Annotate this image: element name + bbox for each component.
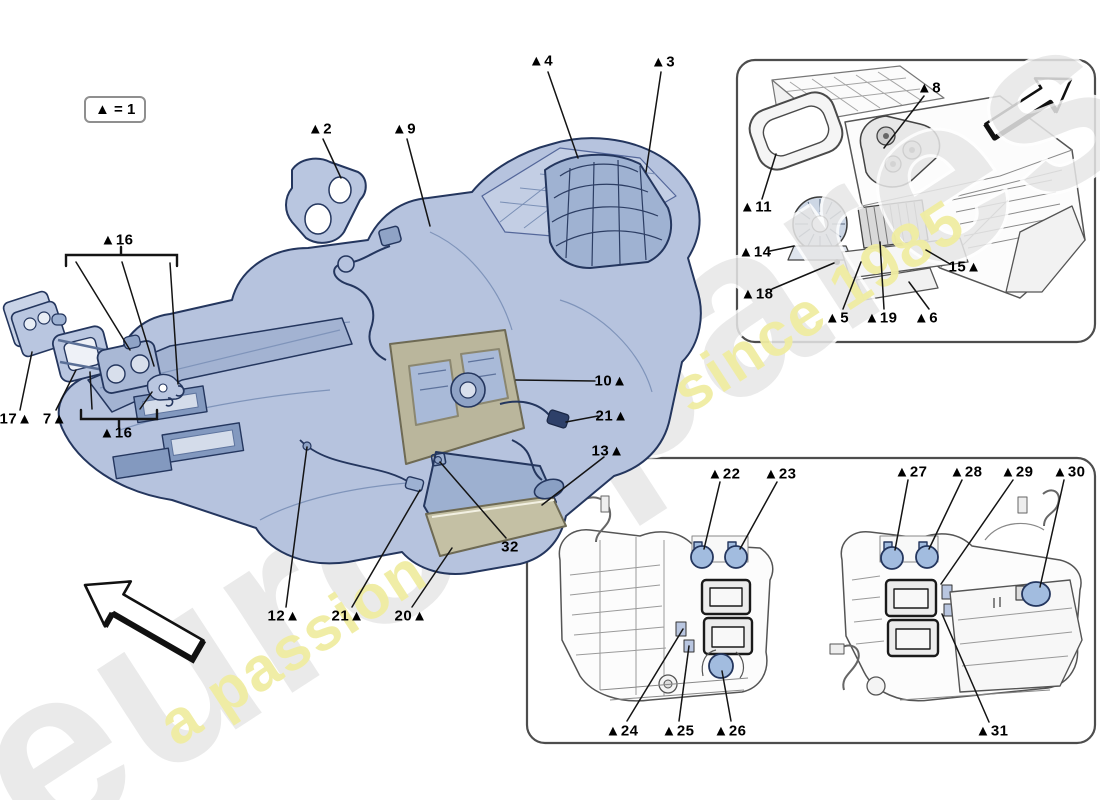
expansion-valve [96, 334, 162, 394]
callout-27: ▲27 [894, 463, 928, 481]
actuator-23 [724, 545, 748, 569]
callout-26: ▲26 [713, 722, 747, 740]
inset-bottom-content [558, 489, 1083, 702]
callout-30: ▲30 [1052, 463, 1086, 481]
actuator-30 [1021, 581, 1051, 607]
actuator-22 [690, 545, 714, 569]
callout-14: ▲14 [738, 243, 772, 261]
callout-17: 17▲ [0, 410, 33, 428]
callout-12: 12▲ [267, 607, 301, 625]
callout-4: ▲4 [528, 52, 554, 70]
callout-29: ▲29 [1000, 463, 1034, 481]
inset-top-content [748, 65, 1086, 301]
callout-28: ▲28 [949, 463, 983, 481]
callout-16-top: ▲16 [100, 231, 134, 249]
leader-lines [19, 71, 1065, 723]
callout-31: ▲31 [975, 722, 1009, 740]
callout-8: ▲8 [916, 79, 942, 97]
callout-22: ▲22 [707, 465, 741, 483]
callout-23: ▲23 [763, 465, 797, 483]
callout-11: ▲11 [739, 198, 773, 216]
direction-arrow-top-inset [983, 77, 1073, 141]
actuator-28 [915, 545, 939, 569]
callout-32: 32 [501, 538, 519, 556]
callout-9: ▲9 [391, 120, 417, 138]
callout-15: 15▲ [948, 258, 982, 276]
callout-25: ▲25 [661, 722, 695, 740]
callout-2: ▲2 [307, 120, 333, 138]
callout-20: 20▲ [394, 607, 428, 625]
callout-19: ▲19 [864, 309, 898, 327]
callout-5: ▲5 [824, 309, 850, 327]
callout-6: ▲6 [913, 309, 939, 327]
legend-box: ▲ = 1 [84, 96, 147, 123]
direction-arrow-main [83, 580, 207, 664]
callout-21-right: 21▲ [595, 407, 629, 425]
main-diagram [2, 137, 702, 575]
callout-21-bottom: 21▲ [331, 607, 365, 625]
callout-24: ▲24 [605, 722, 639, 740]
callout-10: 10▲ [594, 372, 628, 390]
sensor-part-21 [404, 476, 425, 493]
callout-18: ▲18 [740, 285, 774, 303]
callout-13: 13▲ [591, 442, 625, 460]
actuator-26 [708, 653, 734, 679]
callout-16-bottom: ▲16 [99, 424, 133, 442]
callout-7: 7▲ [42, 410, 68, 428]
callout-3: ▲3 [650, 53, 676, 71]
actuator-27 [880, 546, 904, 570]
